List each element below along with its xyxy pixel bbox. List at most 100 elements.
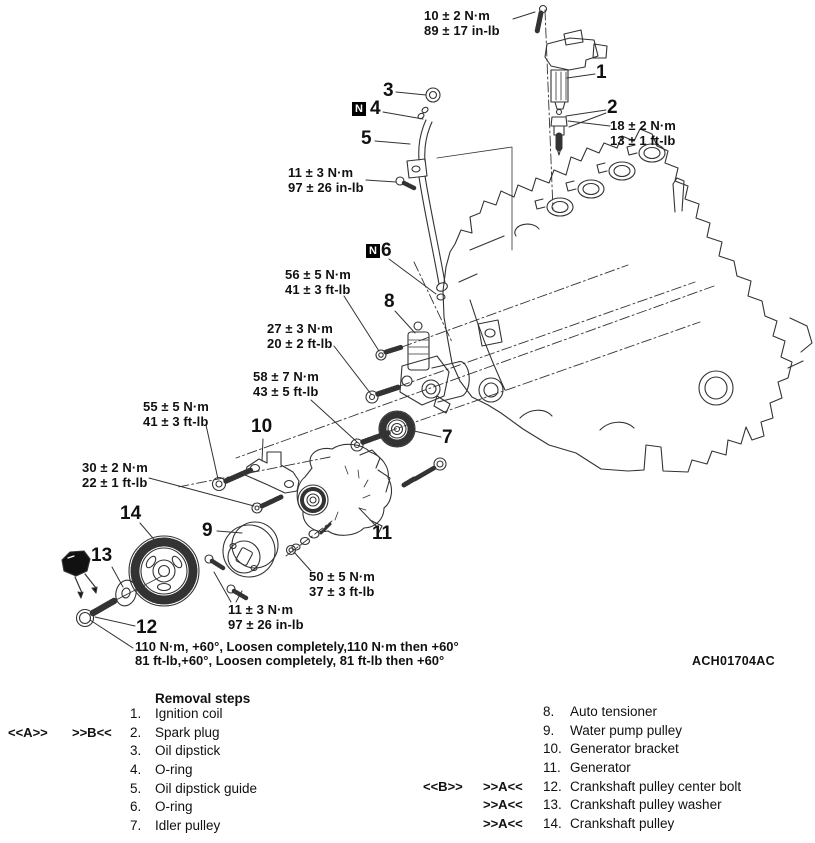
step-label: Generator bracket	[570, 741, 679, 757]
legend-row-5: 5.Oil dipstick guide	[8, 780, 408, 799]
torque-label-coil-bolt: 10 ± 2 N·m 89 ± 17 in-lb	[424, 8, 500, 38]
step-number: 1.	[130, 706, 142, 721]
legend-row-13: >>A<< 13. Crankshaft pulley washer	[423, 796, 813, 815]
callout-6: 6	[381, 240, 392, 261]
step-number: 11.	[543, 760, 561, 776]
crank-washer-drawing	[115, 579, 137, 607]
step-label: Oil dipstick guide	[155, 780, 258, 796]
marker-cell	[483, 759, 543, 778]
crank-center-bolt-drawing	[75, 597, 118, 628]
marker-cell	[8, 705, 72, 724]
marker-cell	[423, 740, 483, 759]
o-ring-6-drawing	[436, 293, 446, 301]
generator-through-bolt	[401, 457, 447, 488]
callout-13: 13	[91, 545, 113, 566]
holder-tool-drawing	[61, 550, 98, 599]
crank-bolt-torque-note: 110 N·m, +60°, Loosen completely,110 N·m…	[135, 639, 459, 668]
torque-label-dipstick-bolt: 11 ± 3 N·m 97 ± 26 in-lb	[288, 165, 364, 195]
callout-8: 8	[384, 291, 395, 312]
idler-pulley-drawing	[378, 410, 416, 448]
callout-3: 3	[383, 80, 394, 101]
legend-row-10: 10. Generator bracket	[423, 740, 813, 759]
step-number: 6.	[130, 799, 142, 815]
torque-label-tensioner-pivot: 27 ± 3 N·m 20 ± 2 ft-lb	[267, 321, 333, 351]
marker-cell	[8, 798, 72, 817]
marker-cell	[483, 740, 543, 759]
marker-cell	[423, 759, 483, 778]
marker-cell	[72, 780, 130, 799]
non-reusable-part-icon: N	[352, 102, 366, 116]
marker-cell	[423, 796, 483, 815]
figure-code: ACH01704AC	[692, 654, 775, 668]
generator-drawing	[285, 443, 393, 556]
step-label: O-ring	[155, 799, 193, 815]
callout-12: 12	[136, 617, 158, 638]
marker-cell	[72, 742, 130, 761]
torque-label-generator-nut: 50 ± 5 N·m 37 ± 3 ft-lb	[309, 569, 375, 599]
crankshaft-pulley-drawing	[128, 535, 200, 607]
legend-row-11: 11. Generator	[423, 759, 813, 778]
legend-row-4: 4.O-ring	[8, 761, 408, 780]
callout-2: 2	[607, 97, 618, 118]
lifting-hook	[672, 177, 685, 213]
removal-steps-right-column: 8. Auto tensioner 9.Water pump pulley 10.…	[423, 703, 813, 834]
step-label: Generator	[570, 760, 631, 776]
callout-5: 5	[361, 128, 372, 149]
auto-tensioner-drawing	[399, 321, 451, 414]
removal-steps-title: Removal steps	[155, 691, 251, 706]
marker-cell	[72, 798, 130, 817]
spark-plug-drawing	[550, 108, 568, 156]
marker-b-in: >>B<<	[72, 724, 112, 740]
step-label: Crankshaft pulley center bolt	[570, 778, 742, 794]
marker-a-in: >>A<<	[483, 816, 523, 832]
marker-a-in: >>A<<	[483, 778, 523, 794]
oil-dipstick-drawing	[406, 87, 448, 301]
step-label: Idler pulley	[155, 818, 221, 834]
engine-block-drawing	[431, 128, 813, 473]
spark-plug-wells	[514, 143, 666, 237]
generator-bracket-drawing	[244, 451, 300, 494]
step-number: 10.	[543, 741, 562, 757]
marker-cell	[8, 817, 72, 836]
tensioner-upper-bolt	[375, 344, 405, 361]
step-label: Crankshaft pulley	[570, 816, 675, 832]
torque-label-bracket-upper: 55 ± 5 N·m 41 ± 3 ft-lb	[143, 399, 209, 429]
marker-a-in: >>A<<	[483, 797, 523, 813]
callout-1: 1	[596, 62, 607, 83]
water-pump-pulley-drawing	[222, 521, 279, 578]
step-label: Water pump pulley	[570, 722, 683, 738]
callout-11: 11	[372, 523, 393, 544]
ignition-coil-drawing	[544, 29, 608, 110]
marker-cell	[72, 705, 130, 724]
bracket-upper-bolt	[211, 467, 254, 492]
step-number: 3.	[130, 743, 142, 759]
tensioner-pivot-bolt	[365, 384, 402, 404]
torque-label-idler-bolt: 58 ± 7 N·m 43 ± 5 ft-lb	[253, 369, 319, 399]
step-number: 8.	[543, 704, 555, 719]
marker-a-out: <<A>>	[8, 724, 48, 740]
removal-steps-left-column: 1.Ignition coil <<A>>>>B<<2.Spark plug 3…	[8, 705, 408, 836]
torque-label-tensioner-upper: 56 ± 5 N·m 41 ± 3 ft-lb	[285, 267, 351, 297]
legend-row-1: 1. Ignition coil	[8, 705, 408, 724]
marker-cell	[8, 761, 72, 780]
pump-pulley-bolt-1	[204, 554, 226, 571]
step-label: Ignition coil	[155, 706, 223, 721]
legend-row-14: >>A<< 14. Crankshaft pulley	[423, 815, 813, 834]
step-number: 4.	[130, 762, 142, 778]
generator-nut-and-washers	[285, 529, 320, 556]
step-number: 13.	[543, 797, 562, 813]
step-number: 2.	[130, 724, 142, 740]
marker-cell	[423, 703, 483, 722]
step-label: Crankshaft pulley washer	[570, 797, 722, 813]
callout-10: 10	[251, 416, 273, 437]
bracket-lower-bolt	[251, 494, 284, 514]
legend-row-9: 9.Water pump pulley	[423, 722, 813, 741]
marker-cell	[483, 703, 543, 722]
callout-4: 4	[370, 98, 381, 119]
step-label: Oil dipstick	[155, 743, 221, 759]
non-reusable-part-icon: N	[366, 244, 380, 258]
step-label: Auto tensioner	[570, 704, 658, 719]
step-number: 14.	[543, 816, 562, 832]
